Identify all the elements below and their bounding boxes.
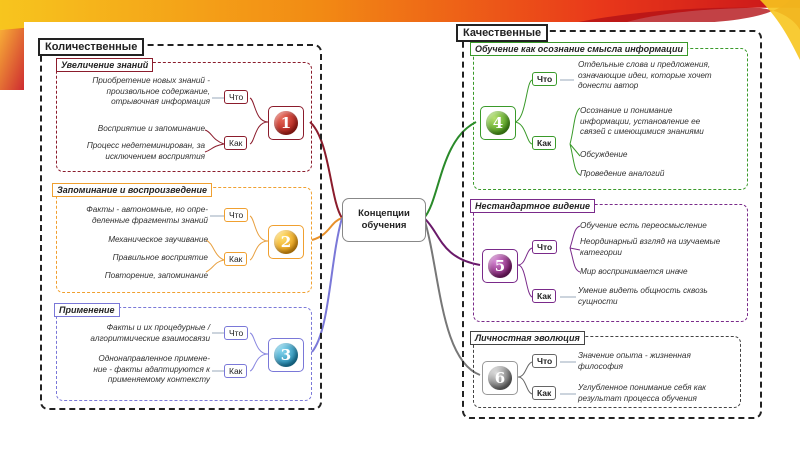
leaf-text: Восприятие и запоминание — [97, 124, 205, 133]
how-tag[interactable]: Как — [532, 289, 557, 303]
leaf-text: Обсуждение — [580, 150, 628, 159]
node-3[interactable]: 3 — [268, 338, 304, 372]
leaf-text: Механическое заучивание — [108, 235, 208, 244]
group-vision — [473, 204, 748, 322]
group-application-title: Применение — [54, 303, 120, 317]
number-1-icon: 1 — [274, 111, 298, 135]
how-tag[interactable]: Как — [224, 364, 248, 378]
qualitative-title: Качественные — [456, 24, 549, 42]
node-4[interactable]: 4 — [480, 106, 516, 140]
central-node-line-2: обучения — [361, 220, 407, 231]
how-tag[interactable]: Как — [532, 386, 557, 400]
what-tag[interactable]: Что — [224, 208, 249, 222]
what-tag[interactable]: Что — [224, 90, 249, 104]
central-node[interactable]: Концепции обучения — [342, 198, 426, 242]
quantitative-title: Количественные — [38, 38, 145, 56]
group-knowledge-increase-title: Увеличение знаний — [56, 58, 154, 72]
leaf-text: Факты - автономные, но опре- деленные фр… — [86, 205, 208, 225]
group-knowledge-increase — [56, 62, 312, 172]
how-tag[interactable]: Как — [224, 136, 248, 150]
leaf-text: Приобретение новых знаний - произвольное… — [92, 76, 210, 106]
group-memorize-title: Запоминание и воспроизведение — [52, 183, 212, 197]
node-1[interactable]: 1 — [268, 106, 304, 140]
node-2[interactable]: 2 — [268, 225, 304, 259]
how-tag[interactable]: Как — [532, 136, 557, 150]
leaf-text: Значение опыта - жизненная философия — [578, 351, 691, 371]
number-3-icon: 3 — [274, 343, 298, 367]
leaf-text: Однонаправленное примене- ние - факты ад… — [93, 354, 210, 384]
group-evolution — [473, 336, 741, 408]
leaf-text: Правильное восприятие — [112, 253, 208, 262]
quantitative-group — [40, 44, 322, 410]
qualitative-group — [462, 30, 762, 419]
leaf-text: Процесс недетеминирован, за исключением … — [86, 141, 205, 161]
node-6[interactable]: 6 — [482, 361, 518, 395]
central-node-line-1: Концепции — [358, 208, 410, 219]
group-application — [56, 307, 312, 401]
leaf-text: Проведение аналогий — [580, 169, 665, 178]
group-meaning-title: Обучение как осознание смысла информации — [470, 42, 688, 56]
group-vision-title: Нестандартное видение — [470, 199, 596, 213]
how-tag[interactable]: Как — [224, 252, 248, 266]
leaf-text: Осознание и понимание информации, устано… — [580, 106, 704, 136]
leaf-text: Углубленное понимание себя как результат… — [578, 383, 707, 403]
leaf-text: Неординарный взгляд на изучаемые категор… — [580, 237, 721, 257]
number-6-icon: 6 — [488, 366, 512, 390]
leaf-text: Мир воспринимается иначе — [580, 267, 688, 276]
leaf-text: Повторение, запоминание — [104, 271, 208, 280]
leaf-text: Обучение есть переосмысление — [580, 221, 707, 230]
what-tag[interactable]: Что — [532, 240, 558, 254]
leaf-text: Отдельные слова и предложения, означающи… — [578, 60, 712, 90]
number-4-icon: 4 — [486, 111, 510, 135]
group-evolution-title: Личностная эволюция — [470, 331, 585, 345]
what-tag[interactable]: Что — [532, 354, 558, 368]
leaf-text: Факты и их процедурные / алгоритмические… — [90, 323, 210, 343]
what-tag[interactable]: Что — [224, 326, 249, 340]
number-5-icon: 5 — [488, 254, 512, 278]
what-tag[interactable]: Что — [532, 72, 558, 86]
node-5[interactable]: 5 — [482, 249, 518, 283]
number-2-icon: 2 — [274, 230, 298, 254]
leaf-text: Умение видеть общность сквозь сущности — [578, 286, 708, 306]
